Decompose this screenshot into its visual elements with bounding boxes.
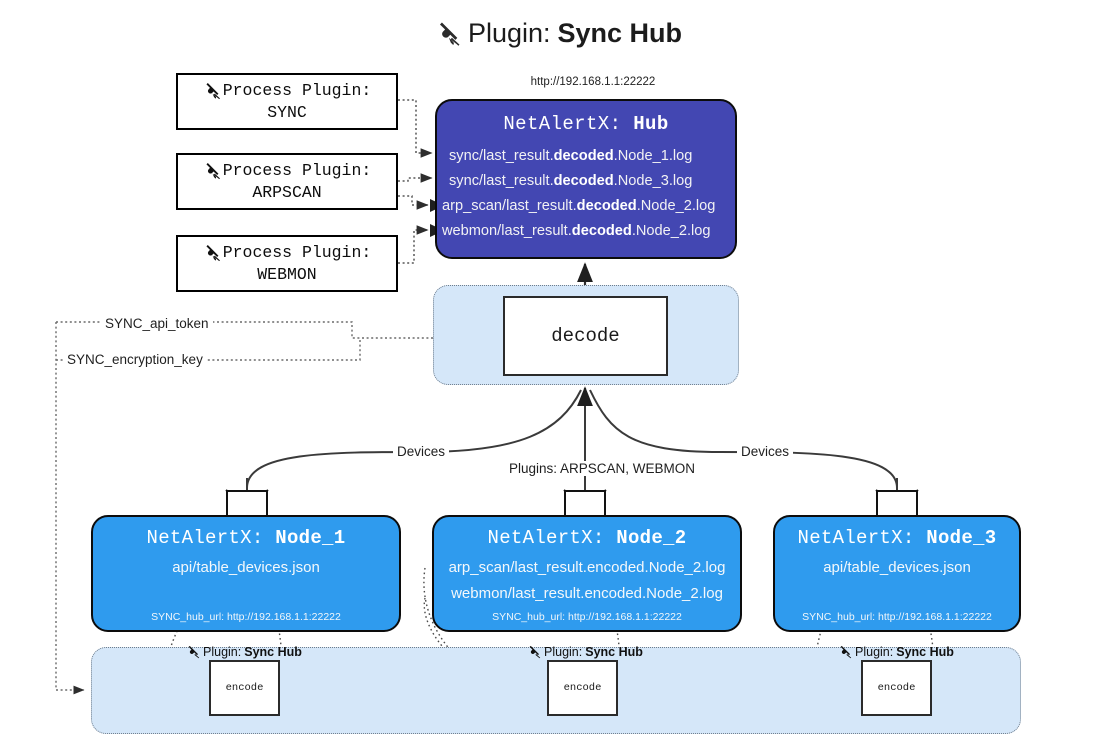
title-prefix: Plugin: (467, 18, 551, 48)
node-card-node-1[interactable]: NetAlertX: Node_1 api/table_devices.json… (91, 515, 401, 632)
node-hub-url: SYNC_hub_url: http://192.168.1.1:22222 (492, 611, 682, 623)
process-plugin-webmon[interactable]: Process Plugin: WEBMON (176, 235, 398, 292)
node-title: NetAlertX: Node_3 (797, 527, 997, 549)
plugin-tag-prefix: Plugin: (544, 645, 583, 659)
plugin-tag-node-2: Plugin: Sync Hub (527, 645, 643, 659)
encode-box-node-1[interactable]: encode (209, 660, 280, 716)
hub-url-label: http://192.168.1.1:22222 (530, 76, 656, 88)
encode-box-node-3[interactable]: encode (861, 660, 932, 716)
label-sync-encryption-key: SYNC_encryption_key (63, 352, 207, 367)
decode-box[interactable]: decode (503, 296, 668, 376)
node-hub-url: SYNC_hub_url: http://192.168.1.1:22222 (151, 611, 341, 623)
plugin-tag-node-3: Plugin: Sync Hub (838, 645, 954, 659)
node-row: api/table_devices.json (823, 559, 971, 576)
plugin-tag-name: Sync Hub (896, 645, 954, 659)
plug-icon (203, 82, 221, 100)
process-plugin-label: Process Plugin: (222, 81, 372, 101)
plugin-tag-prefix: Plugin: (855, 645, 894, 659)
node-rows: api/table_devices.json (775, 555, 1019, 581)
hub-log-line: sync/last_result.decoded.Node_3.log (449, 173, 693, 189)
node-hub-url: SYNC_hub_url: http://192.168.1.1:22222 (802, 611, 992, 623)
hub-title: NetAlertX: Hub (437, 113, 735, 135)
process-plugin-arpscan[interactable]: Process Plugin: ARPSCAN (176, 153, 398, 210)
node-title: NetAlertX: Node_2 (487, 527, 687, 549)
process-plugin-name: ARPSCAN (252, 182, 322, 202)
hub-node[interactable]: NetAlertX: Hub sync/last_result.decoded.… (435, 99, 737, 259)
node-rows: arp_scan/last_result.encoded.Node_2.log … (434, 555, 740, 607)
hub-log-list: sync/last_result.decoded.Node_1.log sync… (437, 144, 735, 244)
title-name: Sync Hub (557, 18, 683, 48)
plug-icon (838, 645, 852, 659)
plug-icon (527, 645, 541, 659)
process-plugin-label: Process Plugin: (222, 243, 372, 263)
page-title: Plugin: Sync Hub (0, 18, 1117, 49)
hub-log-line: webmon/last_result.decoded.Node_2.log (442, 223, 711, 239)
plug-icon (435, 21, 461, 47)
hub-log-line: sync/last_result.decoded.Node_1.log (449, 148, 693, 164)
plug-icon (203, 162, 221, 180)
label-sync-api-token: SYNC_api_token (101, 316, 213, 331)
node-card-node-2[interactable]: NetAlertX: Node_2 arp_scan/last_result.e… (432, 515, 742, 632)
plug-icon (186, 645, 200, 659)
process-plugin-sync[interactable]: Process Plugin: SYNC (176, 73, 398, 130)
node-card-node-3[interactable]: NetAlertX: Node_3 api/table_devices.json… (773, 515, 1021, 632)
node-title: NetAlertX: Node_1 (146, 527, 346, 549)
plugin-tag-name: Sync Hub (244, 645, 302, 659)
label-devices-right: Devices (737, 444, 794, 459)
node-row: api/table_devices.json (172, 559, 320, 576)
hub-log-line: arp_scan/last_result.decoded.Node_2.log (442, 198, 716, 214)
process-plugin-name: SYNC (267, 102, 307, 122)
label-plugins-middle: Plugins: ARPSCAN, WEBMON (505, 461, 700, 476)
plug-icon (203, 244, 221, 262)
hub-title-prefix: NetAlertX: (503, 113, 622, 135)
node-rows: api/table_devices.json (93, 555, 399, 581)
plugin-tag-node-1: Plugin: Sync Hub (186, 645, 302, 659)
hub-title-name: Hub (633, 113, 669, 135)
node-row: webmon/last_result.encoded.Node_2.log (451, 585, 723, 602)
node-row: arp_scan/last_result.encoded.Node_2.log (448, 559, 726, 576)
encode-box-node-2[interactable]: encode (547, 660, 618, 716)
process-plugin-label: Process Plugin: (222, 161, 372, 181)
plugin-tag-name: Sync Hub (585, 645, 643, 659)
process-plugin-name: WEBMON (257, 264, 317, 284)
label-devices-left: Devices (393, 444, 450, 459)
plugin-tag-prefix: Plugin: (203, 645, 242, 659)
